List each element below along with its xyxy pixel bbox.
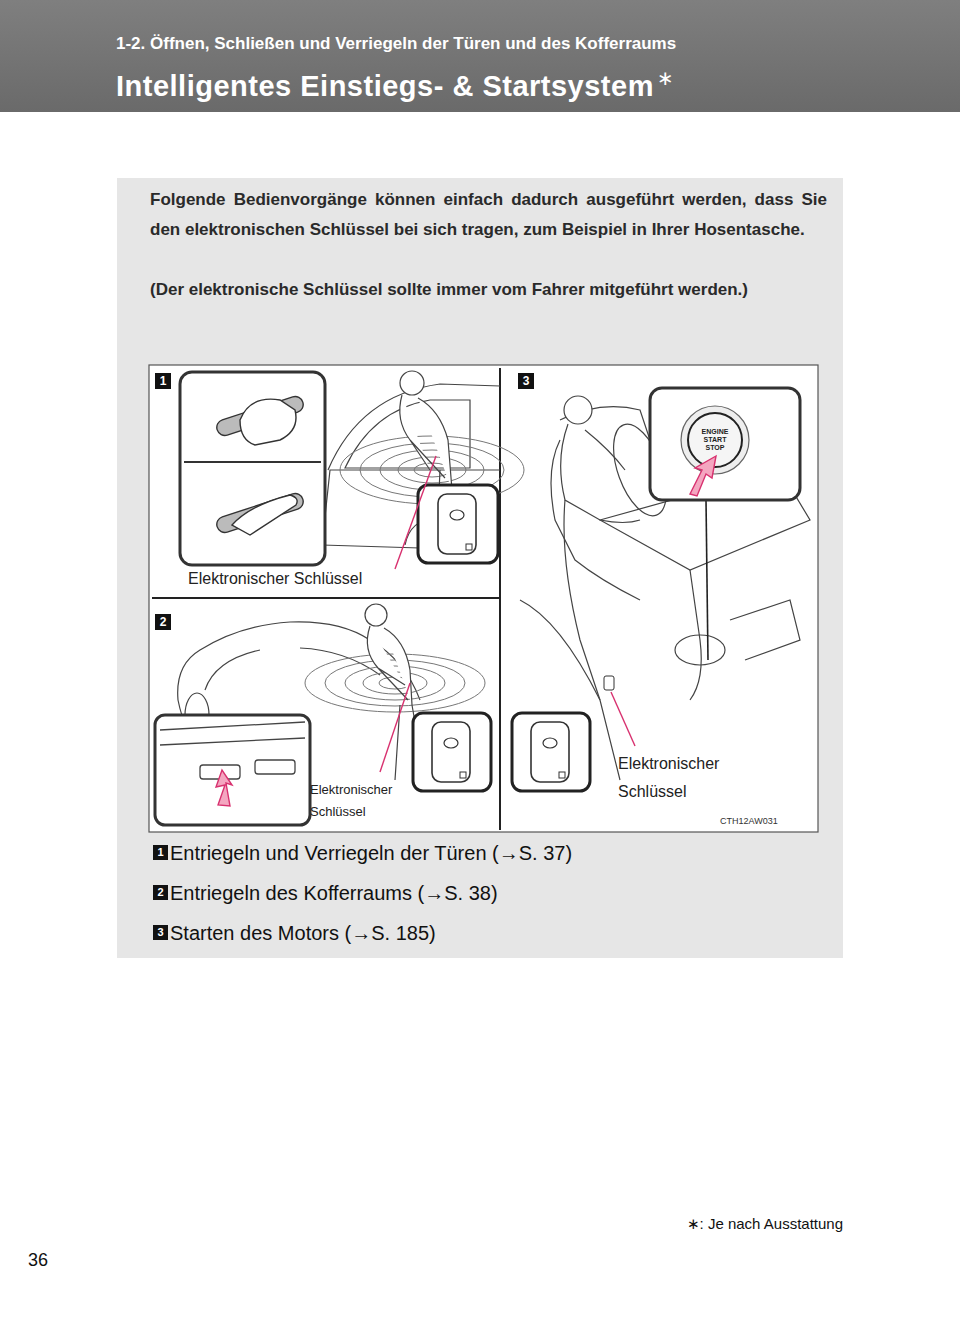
callout-number: 1 — [155, 373, 171, 389]
footnote: ∗: Je nach Ausstattung — [687, 1215, 843, 1233]
key-label: Elektronischer Schlüssel — [618, 750, 758, 806]
section-heading: 1-2. Öffnen, Schließen und Verriegeln de… — [116, 34, 676, 54]
button-text: ENGINE START STOP — [695, 428, 735, 452]
list-item: Starten des Motors (→S. 185) — [170, 920, 770, 946]
list-item: Entriegeln des Kofferraums (→S. 38) — [170, 880, 770, 906]
key-label: Elektronischer Schlüssel — [188, 569, 362, 588]
page-title: Intelligentes Einstiegs- & Startsystem — [116, 70, 654, 103]
list-item: Entriegeln und Verriegeln der Türen (→S.… — [170, 840, 770, 866]
page-number: 36 — [28, 1250, 48, 1272]
list-marker: 3 — [153, 925, 168, 940]
key-label: Elektronischer Schlüssel — [310, 779, 406, 823]
figure-code: CTH12AW031 — [720, 816, 778, 827]
footnote-mark: ∗ — [657, 66, 674, 90]
intro-text: (Der elektronische Schlüssel sollte imme… — [150, 275, 827, 305]
callout-number: 3 — [518, 373, 534, 389]
callout-number: 2 — [155, 614, 171, 630]
list-marker: 1 — [153, 845, 168, 860]
intro-text: Folgende Bedienvorgänge können einfach d… — [150, 185, 827, 245]
list-marker: 2 — [153, 885, 168, 900]
info-panel: Folgende Bedienvorgänge können einfach d… — [117, 178, 843, 958]
